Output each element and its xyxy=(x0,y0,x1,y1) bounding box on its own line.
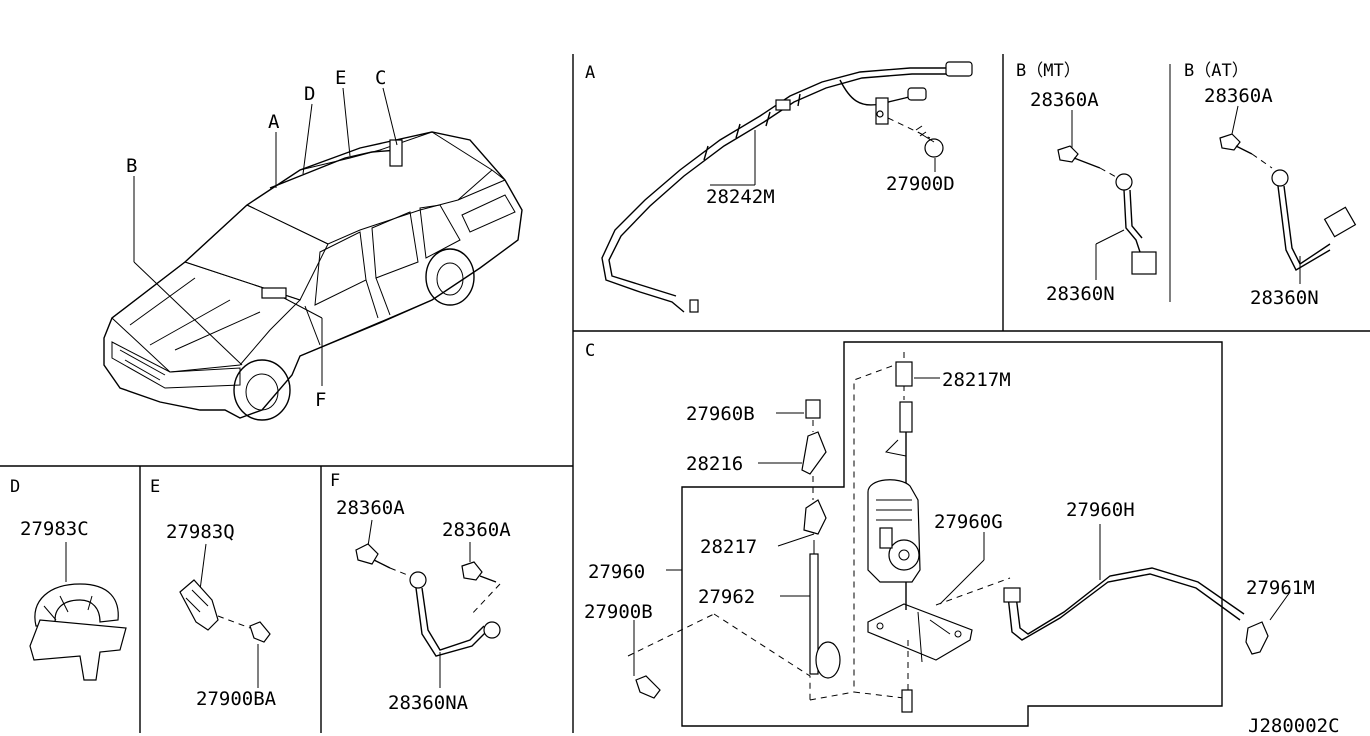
panel-b-mt: B（MT） 28360A 28360N xyxy=(1016,61,1157,305)
panel-a: A 28242M 27900D xyxy=(585,61,973,313)
panel-e-label: E xyxy=(150,477,160,497)
strap-28360na xyxy=(415,587,487,657)
callout-f: F xyxy=(315,389,326,411)
part-28360a-at: 28360A xyxy=(1204,85,1273,107)
vehicle-overview: A D E C B F xyxy=(103,67,523,421)
cable-27960h xyxy=(1007,573,1241,641)
strap-28360n-mt xyxy=(1123,189,1143,259)
bolt-bottom xyxy=(901,689,913,713)
strap-28360n-at xyxy=(1277,185,1331,271)
panel-d: D 27983C xyxy=(10,477,127,681)
callout-c: C xyxy=(375,67,386,89)
callout-e: E xyxy=(335,67,346,89)
nut-28217m xyxy=(895,361,913,387)
part-28360a-mt: 28360A xyxy=(1030,89,1099,111)
clip-27983c xyxy=(34,583,119,627)
part-28360a-f-left: 28360A xyxy=(336,497,405,519)
bolt-28360a-at xyxy=(1219,133,1241,151)
part-27900ba: 27900BA xyxy=(196,688,277,710)
car-body-outline xyxy=(103,131,523,419)
grommet-28216 xyxy=(801,431,827,475)
part-27960h: 27960H xyxy=(1066,499,1135,521)
part-28217: 28217 xyxy=(700,536,757,558)
bolt-28360a-mt xyxy=(1057,145,1079,163)
screw-27900ba xyxy=(249,621,271,643)
antenna-feeder-harness xyxy=(601,67,960,313)
panel-a-label: A xyxy=(585,63,595,83)
harness-connector xyxy=(945,61,973,77)
part-27961m: 27961M xyxy=(1246,577,1315,599)
panel-e: E 27983Q 27900BA xyxy=(150,477,277,710)
panel-c-label: C xyxy=(585,341,595,361)
clip-27983q xyxy=(179,579,219,631)
part-28360n-mt: 28360N xyxy=(1046,283,1115,305)
clip-27961m xyxy=(1245,621,1269,655)
panel-f-label: F xyxy=(330,471,340,491)
screw-27900d-head xyxy=(924,138,944,158)
rod-ring xyxy=(815,641,841,679)
rear-wheel xyxy=(425,248,475,306)
screw-27900b xyxy=(635,675,661,699)
part-28360n-at: 28360N xyxy=(1250,287,1319,309)
part-28360na: 28360NA xyxy=(388,692,469,714)
car-hood xyxy=(111,261,301,373)
part-27900d: 27900D xyxy=(886,173,955,195)
panel-d-label: D xyxy=(10,477,20,497)
bolt-28360a-f-left xyxy=(355,543,379,565)
panel-c: C 28217M 27960G xyxy=(584,341,1315,727)
motor-gear xyxy=(888,539,920,571)
part-28242m: 28242M xyxy=(706,186,775,208)
callout-a: A xyxy=(268,111,280,133)
part-27983c: 27983C xyxy=(20,518,89,540)
part-27900b: 27900B xyxy=(584,601,653,623)
roof-harness xyxy=(269,149,399,189)
part-27960g: 27960G xyxy=(934,511,1003,533)
part-27960b: 27960B xyxy=(686,403,755,425)
car-grille xyxy=(111,341,241,389)
car-doors xyxy=(299,277,433,357)
front-wheel xyxy=(233,359,291,421)
part-27983q: 27983Q xyxy=(166,521,235,543)
escutcheon-28217 xyxy=(803,499,827,535)
part-27960: 27960 xyxy=(588,561,645,583)
panel-b-at-label: B（AT） xyxy=(1184,61,1249,81)
callout-d: D xyxy=(304,83,315,105)
part-27962: 27962 xyxy=(698,586,755,608)
panel-b-mt-label: B（MT） xyxy=(1016,61,1081,81)
cap-27960b xyxy=(805,399,821,419)
diagram-code: J280002C xyxy=(1248,715,1340,736)
part-28360a-f-right: 28360A xyxy=(442,519,511,541)
panel-f: F 28360A 28360A 28360NA xyxy=(330,471,511,714)
part-28217m: 28217M xyxy=(942,369,1011,391)
assembly-outline xyxy=(681,341,1223,727)
bolt-28360a-f-right xyxy=(461,561,483,581)
car-side-windows xyxy=(314,204,461,306)
car-roof xyxy=(246,179,506,245)
panel-b-at: B（AT） 28360A 28360N xyxy=(1184,61,1357,309)
frame-lines xyxy=(0,54,1370,733)
callout-b: B xyxy=(126,155,137,177)
roof-antenna-base xyxy=(389,139,403,167)
part-28216: 28216 xyxy=(686,453,743,475)
